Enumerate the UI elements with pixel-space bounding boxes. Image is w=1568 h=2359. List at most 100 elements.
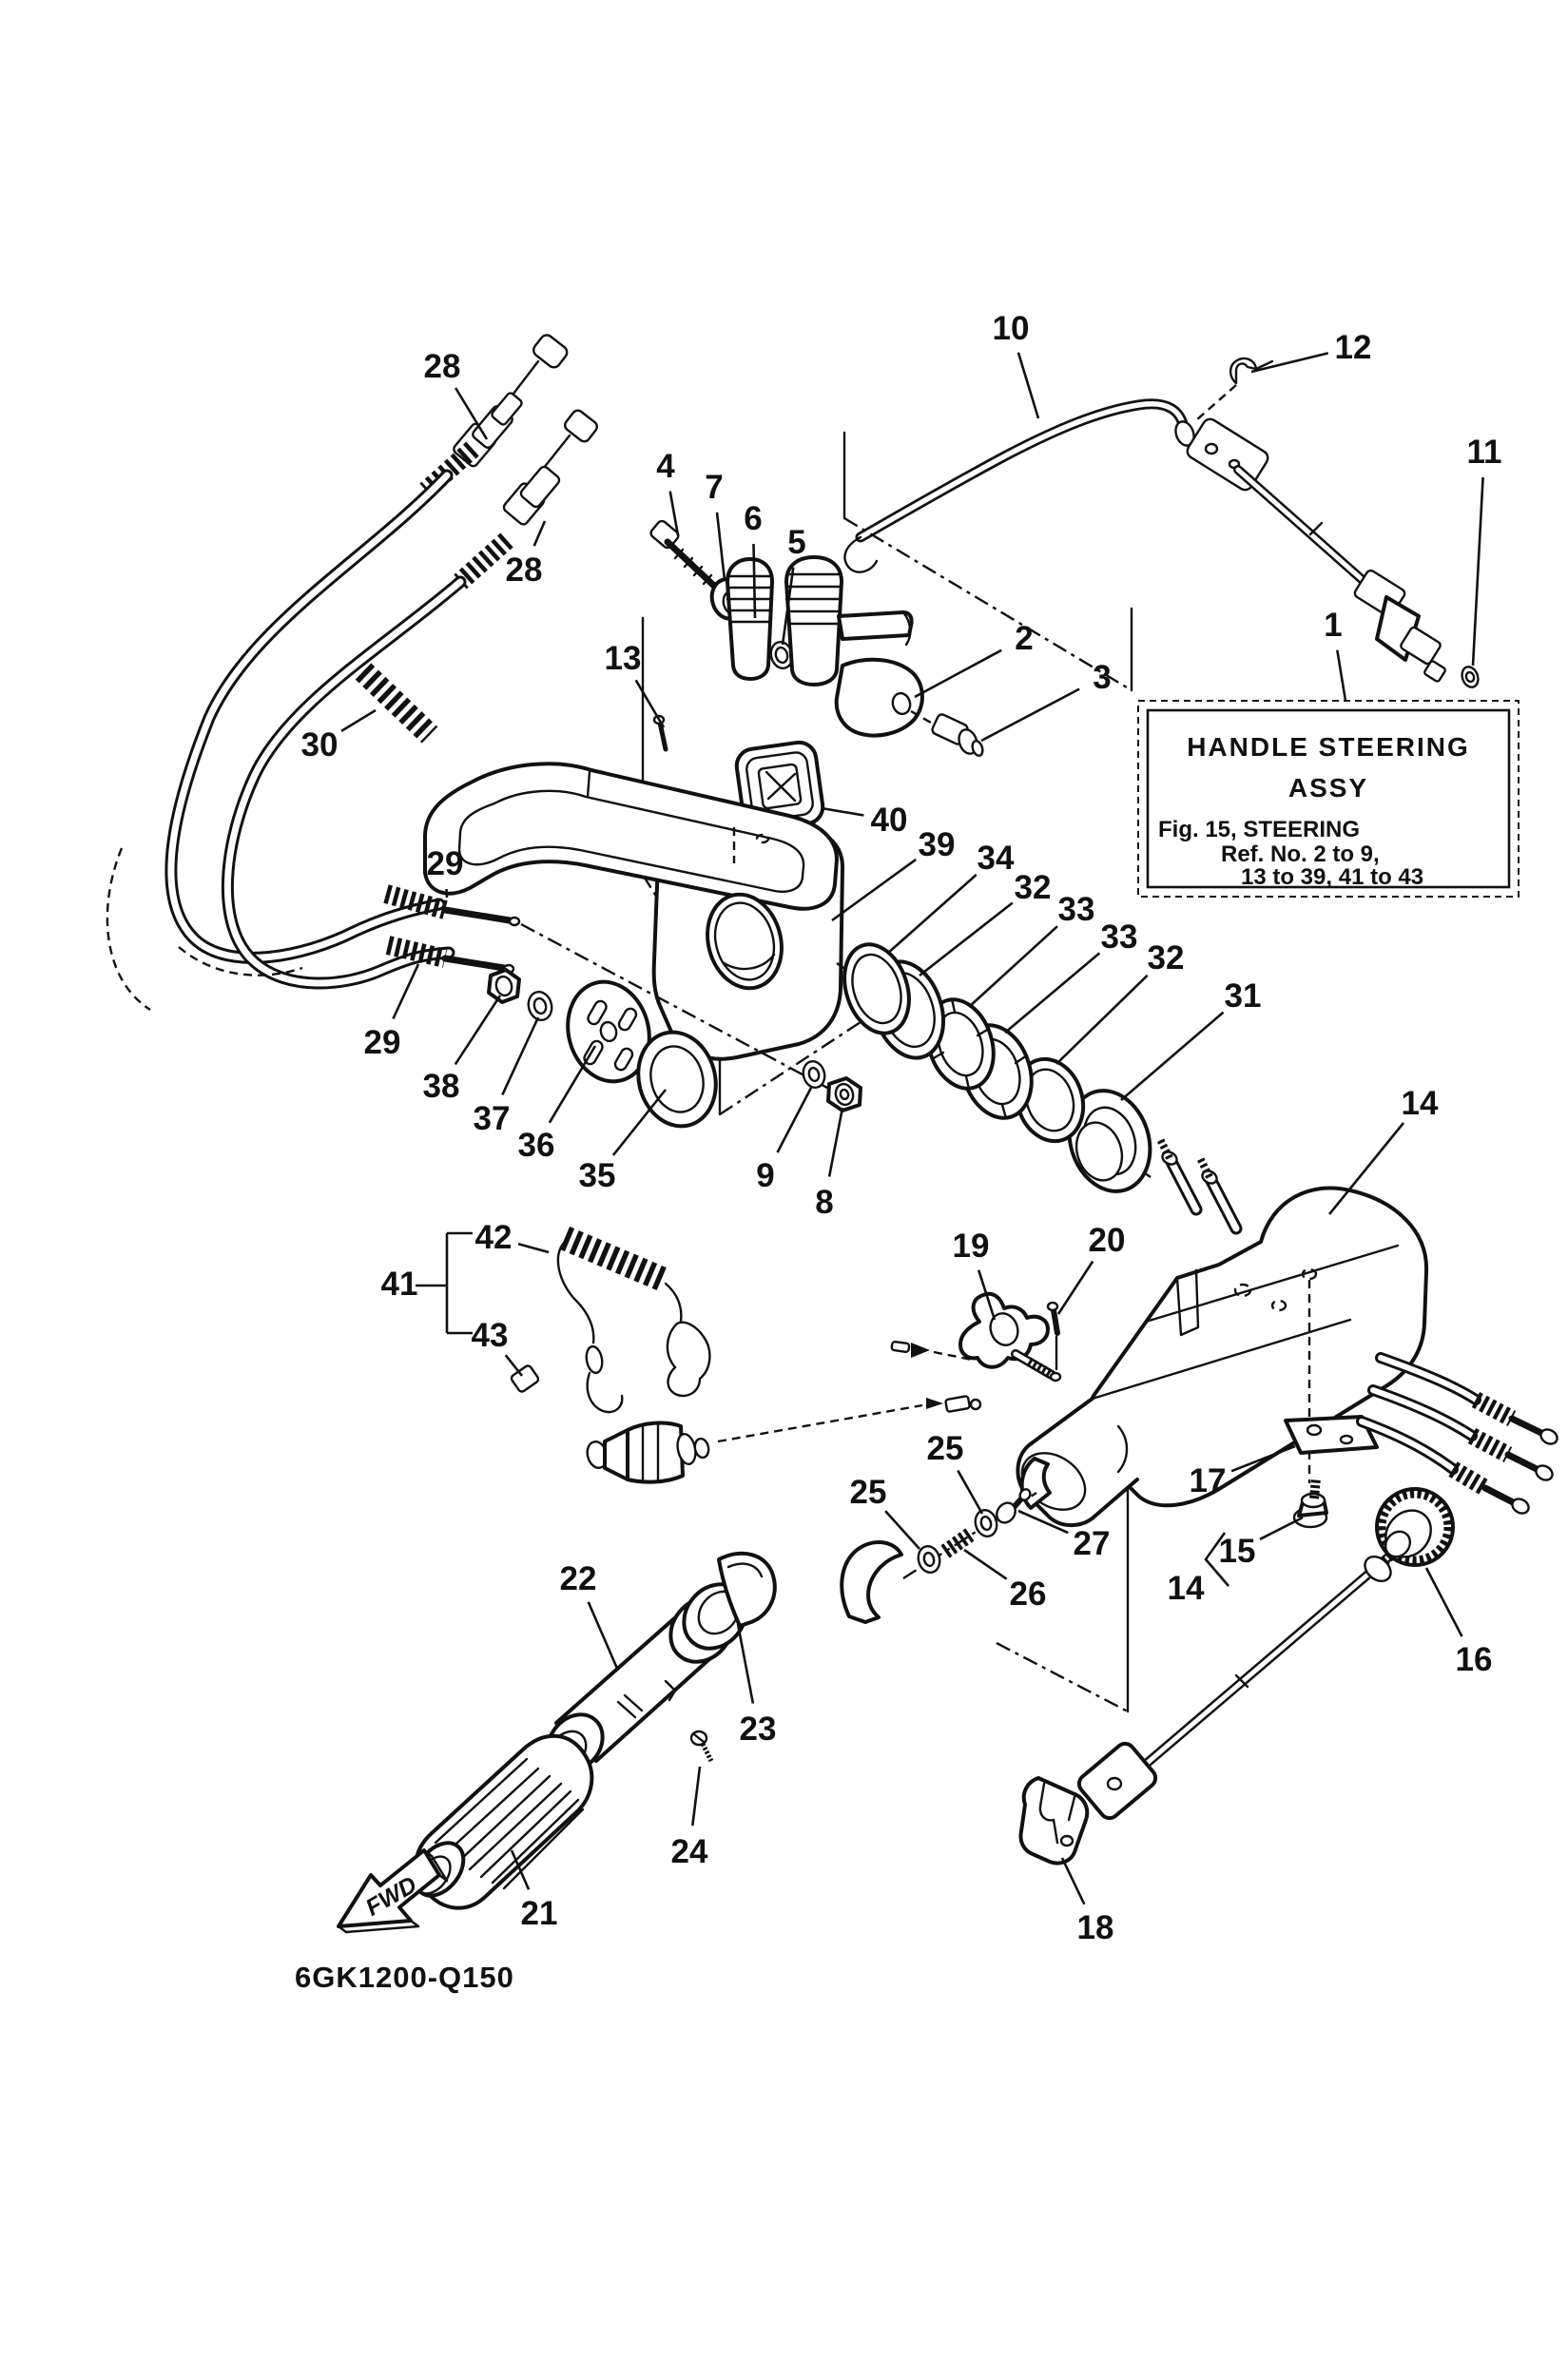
tiller-housing — [836, 962, 1558, 1587]
throttle-shaft-parts — [840, 1488, 1037, 1624]
part-number-label: 18 — [1077, 1909, 1114, 1946]
leader-line — [340, 708, 377, 733]
leader-line — [1250, 352, 1329, 374]
part-number-label: 22 — [560, 1560, 597, 1597]
kill-switch-assembly — [416, 1227, 982, 1484]
part-number-label: 16 — [1456, 1641, 1493, 1678]
part-number-label: 7 — [705, 469, 723, 506]
part-number-label: 20 — [1089, 1222, 1126, 1259]
leader-line — [634, 679, 666, 728]
leader-line — [1120, 1011, 1225, 1101]
part-number-label: 19 — [953, 1228, 990, 1265]
part-number-label: 10 — [993, 310, 1030, 347]
part-number-label: 29 — [427, 845, 464, 882]
leader-line — [1017, 1509, 1069, 1535]
part-number-label: 31 — [1225, 977, 1262, 1015]
leader-line — [827, 1107, 844, 1177]
leader-line — [1230, 1444, 1296, 1473]
leader-line — [914, 648, 1002, 699]
part-number-label: 1 — [1324, 607, 1342, 644]
leader-line — [1424, 1567, 1463, 1637]
part-number-label: 32 — [1148, 939, 1185, 976]
leader-line — [886, 873, 978, 955]
leader-line — [919, 901, 1014, 977]
leader-line — [884, 1510, 920, 1550]
reference-numbers-line2: 13 to 39, 41 to 43 — [1241, 864, 1423, 890]
leader-line — [821, 806, 864, 817]
reference-numbers-line1: Ref. No. 2 to 9, — [1221, 841, 1380, 867]
part-number-label: 2 — [1015, 620, 1033, 657]
part-number-label: 6 — [744, 500, 762, 537]
part-number-label: 41 — [381, 1266, 418, 1303]
part-number-label: 14 — [1402, 1085, 1439, 1122]
part-number-label: 35 — [579, 1157, 616, 1194]
leader-line — [1004, 952, 1101, 1034]
part-number-label: 40 — [871, 802, 908, 839]
title-box-outer-border — [1137, 700, 1520, 898]
leader-line — [1471, 476, 1484, 667]
figure-caption: Fig. 15, STEERING — [1158, 817, 1360, 842]
tiller-tube — [546, 1551, 777, 1773]
drawing-code: 6GK1200-Q150 — [295, 1961, 514, 1994]
steering-bracket — [423, 714, 844, 1061]
leader-line — [781, 567, 795, 646]
leader-line — [454, 995, 502, 1066]
steering-friction-rod — [1018, 1487, 1455, 1866]
part-number-label: 8 — [815, 1184, 833, 1221]
leader-line — [517, 1242, 550, 1254]
part-number-label: 12 — [1335, 329, 1372, 366]
leader-line — [977, 1269, 997, 1321]
leader-line — [1336, 649, 1347, 702]
part-number-label: 34 — [978, 840, 1015, 877]
steering-rod-assembly — [843, 357, 1480, 688]
leader-line — [501, 1016, 540, 1096]
throttle-lever-parts — [649, 519, 984, 757]
leader-line — [392, 963, 420, 1020]
leader-line — [510, 1849, 531, 1890]
part-number-label: 5 — [787, 524, 805, 561]
part-number-label: 33 — [1058, 891, 1095, 928]
bushing-rings — [842, 942, 1152, 1193]
part-number-label: 13 — [605, 640, 642, 677]
friction-knob — [890, 1291, 1062, 1383]
title-box: HANDLE STEERING ASSY Fig. 15, STEERING R… — [1137, 700, 1520, 898]
leader-line — [831, 858, 917, 922]
leader-line — [454, 387, 489, 440]
leader-line — [532, 520, 547, 547]
part-number-label: 28 — [506, 551, 543, 589]
assembly-title-line2: ASSY — [1288, 773, 1368, 802]
leader-line — [736, 1623, 755, 1704]
leader-line — [1055, 974, 1149, 1065]
leader-line — [968, 925, 1058, 1008]
throttle-cables — [106, 334, 598, 1012]
part-number-label: 4 — [656, 448, 675, 485]
part-number-label: 39 — [919, 826, 956, 863]
part-number-label: 32 — [1015, 869, 1052, 906]
part-number-label: 33 — [1101, 918, 1138, 956]
leader-line — [963, 1548, 1008, 1580]
part-number-label: 24 — [671, 1833, 708, 1870]
part-number-label: 23 — [740, 1711, 777, 1748]
leader-line — [776, 1087, 813, 1153]
mount-fasteners — [487, 922, 862, 1129]
part-number-label: 17 — [1190, 1462, 1227, 1499]
part-number-label: 30 — [301, 726, 339, 764]
part-number-label: 43 — [472, 1317, 509, 1354]
leader-line — [1016, 352, 1040, 419]
fwd-arrow: FWD — [337, 1848, 449, 1934]
leader-line — [1060, 1857, 1086, 1905]
leader-line — [1259, 1516, 1304, 1540]
title-box-inner-border — [1146, 708, 1511, 889]
leader-line — [715, 512, 726, 581]
part-number-label: 26 — [1010, 1576, 1047, 1613]
leader-line — [1327, 1122, 1405, 1215]
leader-line — [611, 1089, 668, 1156]
part-number-label: 21 — [521, 1895, 558, 1932]
part-number-label: 27 — [1074, 1525, 1111, 1562]
leader-line — [668, 491, 680, 536]
leader-line — [1056, 1260, 1094, 1315]
part-number-label: 9 — [756, 1157, 774, 1194]
